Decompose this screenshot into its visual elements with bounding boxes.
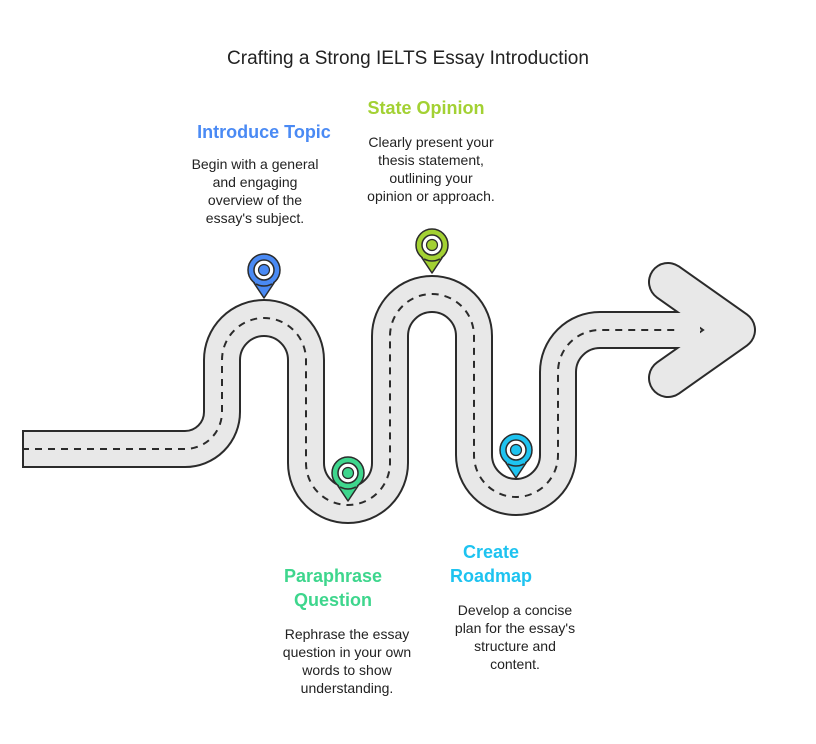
map-pin-icon	[499, 433, 533, 479]
text-line: opinion or approach.	[367, 188, 495, 204]
step-title-create-roadmap: Create Roadmap	[391, 540, 591, 588]
step-title-state-opinion: State Opinion	[367, 98, 485, 118]
title-line: Create	[462, 542, 520, 562]
text-line: thesis statement,	[378, 152, 484, 168]
text-line: overview of the	[207, 192, 303, 208]
map-pin-icon	[331, 456, 365, 502]
text-line: Clearly present your	[368, 134, 494, 150]
step-title-introduce-topic: Introduce Topic	[197, 122, 331, 142]
step-text-create-roadmap: Develop a concise plan for the essay's s…	[430, 601, 600, 673]
winding-road	[22, 262, 756, 524]
text-line: plan for the essay's	[454, 620, 576, 636]
step-text-introduce-topic: Begin with a general and engaging overvi…	[170, 155, 340, 227]
text-line: words to show	[302, 662, 392, 678]
step-title-paraphrase-question: Paraphrase Question	[233, 564, 433, 612]
title-line: Roadmap	[449, 566, 532, 586]
text-line: and engaging	[212, 174, 298, 190]
arrowhead-fill	[650, 264, 754, 396]
text-line: structure and	[474, 638, 556, 654]
step-text-paraphrase-question: Rephrase the essay question in your own …	[262, 625, 432, 697]
text-line: understanding.	[300, 680, 394, 696]
map-pin-icon	[415, 228, 449, 274]
title-line: Paraphrase	[283, 566, 383, 586]
text-line: Begin with a general	[191, 156, 319, 172]
road-fill	[22, 277, 700, 522]
diagram-title: Crafting a Strong IELTS Essay Introducti…	[227, 48, 589, 69]
text-line: content.	[490, 656, 540, 672]
title-line: Question	[293, 590, 372, 610]
step-text-state-opinion: Clearly present your thesis statement, o…	[346, 133, 516, 205]
text-line: Develop a concise	[457, 602, 573, 618]
pins	[247, 228, 533, 502]
text-line: outlining your	[389, 170, 473, 186]
text-line: Rephrase the essay	[284, 626, 410, 642]
text-line: essay's subject.	[205, 210, 305, 226]
map-pin-icon	[247, 253, 281, 299]
text-line: question in your own	[282, 644, 412, 660]
